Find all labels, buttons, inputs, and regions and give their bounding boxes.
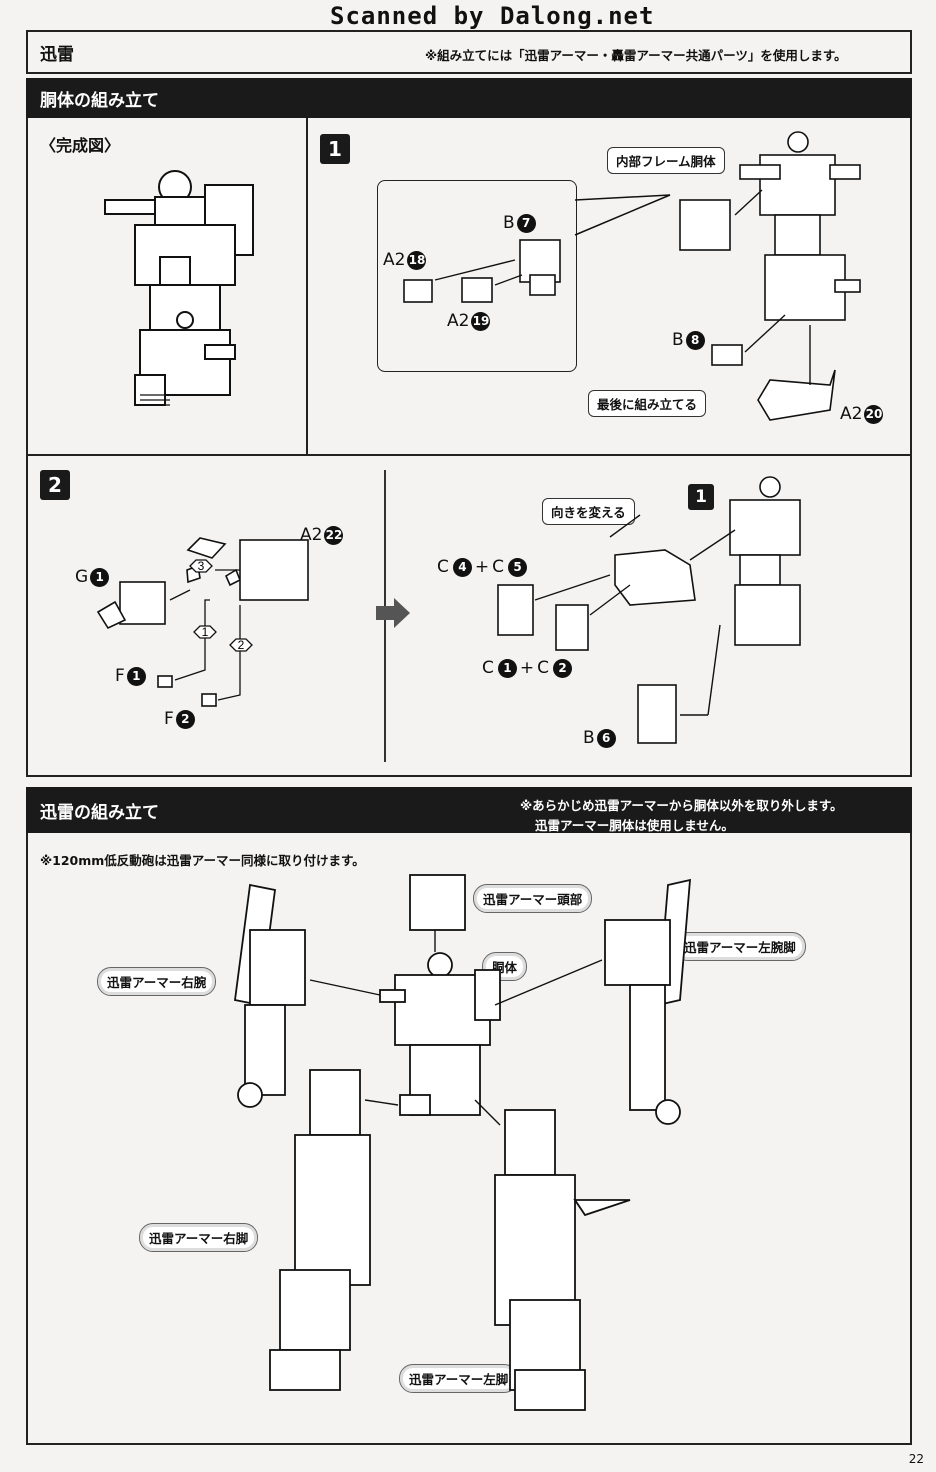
- label-inner-frame-torso: 内部フレーム胴体: [607, 147, 725, 174]
- step1-detail-callout: [377, 180, 577, 372]
- hex-label-1: 1: [202, 625, 209, 639]
- section-title-jinrai: 迅雷の組み立て: [40, 802, 159, 823]
- watermark: Scanned by Dalong.net: [330, 2, 655, 30]
- step2-left-illustration: 3 1 2: [96, 537, 309, 707]
- header-note: ※組み立てには「迅雷アーマー・轟雷アーマー共通パーツ」を使用します。: [425, 48, 847, 63]
- section-bar-torso: 胴体の組み立て: [26, 78, 912, 118]
- jinrai-note-1: ※あらかじめ迅雷アーマーから胴体以外を取り外します。: [520, 798, 843, 813]
- page-number: 22: [908, 1452, 924, 1466]
- section-bar-jinrai: 迅雷の組み立て: [26, 787, 912, 833]
- header-box: [26, 30, 912, 74]
- section-title-torso: 胴体の組み立て: [40, 90, 159, 111]
- page-title: 迅雷: [40, 45, 74, 65]
- label-torso: 胴体: [482, 952, 528, 981]
- label-left-leg: 迅雷アーマー左脚: [399, 1364, 519, 1393]
- label-right-leg: 迅雷アーマー右脚: [139, 1223, 259, 1252]
- label-change-direction: 向きを変える: [542, 498, 635, 525]
- step-arrow-icon: [376, 598, 410, 628]
- jinrai-panel: [26, 833, 912, 1445]
- label-left-arm: 迅雷アーマー左腕脚: [674, 932, 806, 961]
- jinrai-assembly-illustration: [233, 874, 691, 1411]
- label-right-arm: 迅雷アーマー右腕: [97, 967, 217, 996]
- step2-reference-1: 1: [688, 484, 714, 510]
- jinrai-note-3: ※120mm低反動砲は迅雷アーマー同様に取り付けます。: [40, 853, 365, 868]
- jinrai-note-2: 迅雷アーマー胴体は使用しません。: [535, 818, 734, 833]
- hex-label-3: 3: [198, 559, 205, 573]
- completed-label: 〈完成図〉: [40, 136, 121, 155]
- step-2-badge: 2: [40, 470, 70, 500]
- callout-pointer: [574, 194, 671, 236]
- step2-panel: [26, 454, 912, 777]
- step1-parts-illustration: [403, 131, 861, 421]
- step2-right-illustration: [497, 476, 801, 744]
- label-assemble-last: 最後に組み立てる: [588, 390, 707, 417]
- hex-label-2: 2: [238, 638, 245, 652]
- step-1-badge: 1: [320, 134, 350, 164]
- completed-figure-illustration: [104, 170, 254, 406]
- label-head: 迅雷アーマー頭部: [473, 884, 593, 913]
